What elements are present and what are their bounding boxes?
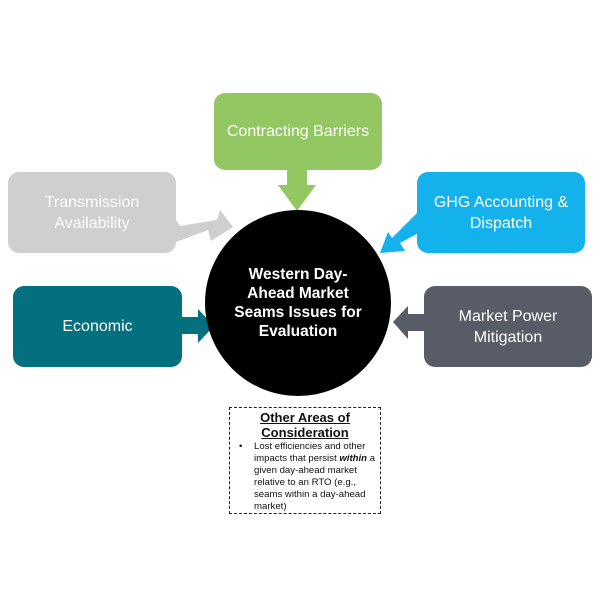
other-areas-title: Other Areas of Consideration xyxy=(234,410,376,440)
center-label: Western Day-Ahead Market Seams Issues fo… xyxy=(234,266,362,340)
arrow-market-power-to-center xyxy=(393,306,424,339)
node-label: Economic xyxy=(62,318,133,335)
node-economic: Economic xyxy=(13,286,182,367)
other-areas-title-line1: Other Areas of xyxy=(260,410,350,425)
node-market-power-mitigation: Market Power Mitigation xyxy=(424,286,592,367)
bullet-text-after: a given day-ahead market relative to an … xyxy=(254,453,376,512)
arrow-contracting-to-center xyxy=(278,170,316,211)
node-contracting-barriers: Contracting Barriers xyxy=(214,93,382,170)
other-areas-title-line2: Consideration xyxy=(261,425,349,440)
node-label-line1: Market Power xyxy=(458,307,558,325)
node-ghg-accounting-dispatch: GHG Accounting & Dispatch xyxy=(417,172,585,253)
other-areas-bullet: Lost efficiencies and other impacts that… xyxy=(239,441,376,513)
arrow-ghg-to-center xyxy=(380,213,424,253)
node-transmission-availability: Transmission Availability xyxy=(8,172,176,253)
bullet-emphasis: within xyxy=(339,453,368,464)
other-areas-list: Lost efficiencies and other impacts that… xyxy=(234,441,376,513)
other-areas-box: Other Areas of Consideration Lost effici… xyxy=(229,407,381,514)
node-label-line2: Mitigation xyxy=(473,328,543,346)
node-label-line1: Transmission xyxy=(44,193,140,211)
node-label-line1: GHG Accounting & xyxy=(433,193,569,211)
node-label: Contracting Barriers xyxy=(226,123,370,140)
bullet-text-before: Lost efficiencies and other impacts that… xyxy=(254,441,366,464)
node-label-line2: Availability xyxy=(54,214,130,232)
node-label-line2: Dispatch xyxy=(469,214,533,232)
center-node: Western Day-Ahead Market Seams Issues fo… xyxy=(205,210,391,396)
arrow-transmission-to-center xyxy=(176,210,233,242)
